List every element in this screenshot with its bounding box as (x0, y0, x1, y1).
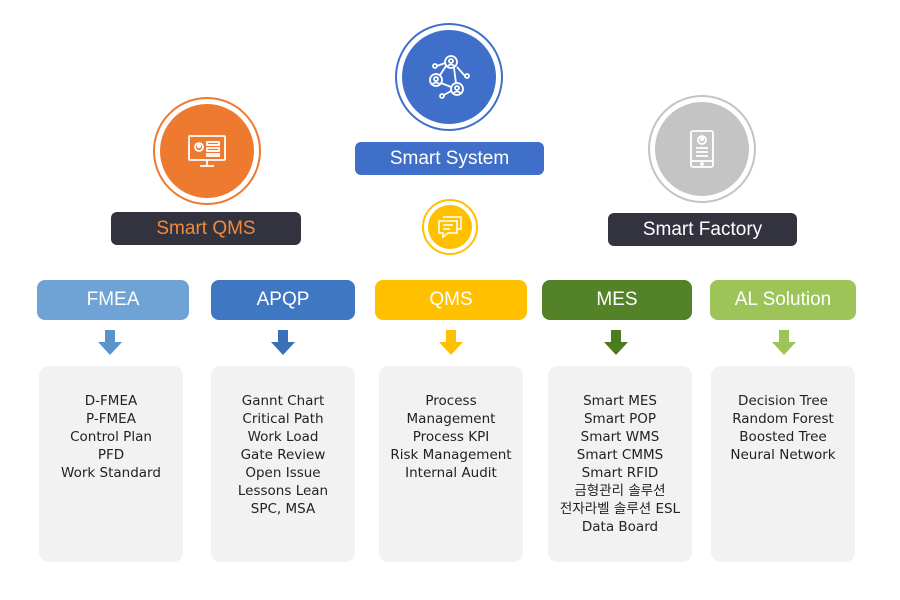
list-item: Process (425, 393, 477, 409)
smart-factory-label: Smart Factory (608, 213, 797, 246)
smart-system-circle (395, 23, 503, 131)
smart-qms-label: Smart QMS (111, 212, 301, 245)
category-al-solution: AL Solution (710, 280, 856, 320)
list-item: Gannt Chart (241, 393, 325, 409)
list-item: Random Forest (732, 411, 834, 427)
list-item: Internal Audit (405, 465, 497, 481)
list-item: Work Standard (61, 465, 161, 481)
list-item: Smart CMMS (576, 447, 664, 463)
list-item: Work Load (247, 429, 319, 445)
list-item: Smart POP (583, 411, 657, 427)
list-item: 금형관리 솔루션 (574, 483, 666, 499)
apqp-items-box: Gannt Chart Critical Path Work Load Gate… (211, 366, 355, 562)
list-item: Management (406, 411, 496, 427)
chat-bubble-icon (438, 216, 462, 239)
mobile-profile-icon (690, 130, 714, 168)
monitor-profile-icon (188, 135, 226, 167)
list-item: D-FMEA (84, 393, 138, 409)
fmea-items-box: D-FMEA P-FMEA Control Plan PFD Work Stan… (39, 366, 183, 562)
list-item: Control Plan (70, 429, 152, 445)
list-item: Risk Management (390, 447, 512, 463)
network-people-icon (429, 55, 470, 99)
list-item: Gate Review (240, 447, 326, 463)
al-solution-items-box: Decision Tree Random Forest Boosted Tree… (711, 366, 855, 562)
qms-items-box: Process Management Process KPI Risk Mana… (379, 366, 523, 562)
al-solution-down-arrow-icon (772, 330, 796, 355)
list-item: Data Board (581, 519, 659, 535)
apqp-down-arrow-icon (271, 330, 295, 355)
fmea-down-arrow-icon (98, 330, 122, 355)
smart-system-label: Smart System (355, 142, 544, 175)
list-item: Open Issue (245, 465, 321, 481)
list-item: Decision Tree (738, 393, 828, 409)
mes-items-box: Smart MES Smart POP Smart WMS Smart CMMS… (548, 366, 692, 562)
category-mes: MES (542, 280, 692, 320)
smart-qms-circle (153, 97, 261, 205)
list-item: Smart RFID (581, 465, 659, 481)
smart-factory-circle (648, 95, 756, 203)
list-item: SPC, MSA (250, 501, 316, 517)
qms-down-arrow-icon (439, 330, 463, 355)
list-item: Neural Network (730, 447, 836, 463)
list-item: Smart WMS (580, 429, 660, 445)
list-item: Process KPI (412, 429, 490, 445)
chat-circle (422, 199, 478, 255)
list-item: Critical Path (242, 411, 324, 427)
category-apqp: APQP (211, 280, 355, 320)
mes-down-arrow-icon (604, 330, 628, 355)
list-item: P-FMEA (86, 411, 136, 427)
list-item: PFD (97, 447, 125, 463)
list-item: Smart MES (583, 393, 657, 409)
list-item: Boosted Tree (739, 429, 827, 445)
list-item: Lessons Lean (237, 483, 329, 499)
list-item: 전자라벨 솔루션 ESL (559, 501, 681, 517)
category-fmea: FMEA (37, 280, 189, 320)
category-qms: QMS (375, 280, 527, 320)
